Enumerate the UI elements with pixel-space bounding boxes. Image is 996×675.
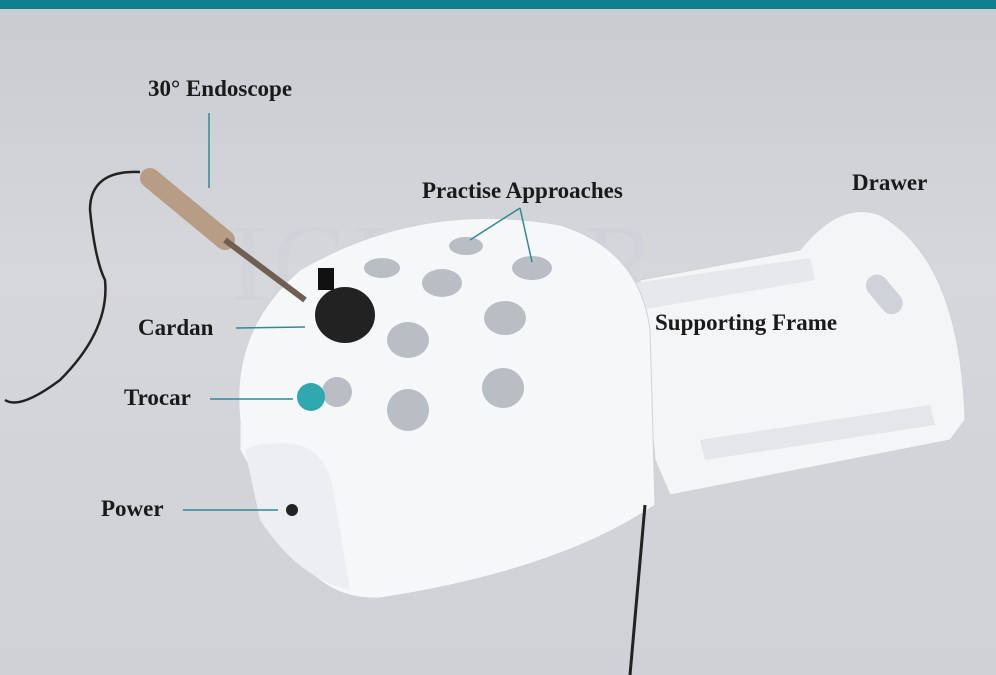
drawer (620, 211, 966, 496)
label-trocar: Trocar (124, 385, 191, 410)
power-cable (628, 504, 647, 675)
trocar-part (297, 383, 325, 411)
label-practise-approaches: Practise Approaches (422, 178, 623, 203)
simulator-body (238, 217, 656, 599)
label-supporting-frame: Supporting Frame (655, 310, 838, 335)
endoscope-part (4, 168, 307, 404)
label-cardan: Cardan (138, 315, 214, 340)
cardan-part (315, 268, 375, 343)
top-accent-bar (0, 0, 996, 9)
label-power: Power (101, 496, 164, 521)
callout-lines (183, 113, 533, 511)
label-drawer: Drawer (852, 170, 928, 195)
label-endoscope: 30° Endoscope (148, 76, 293, 101)
